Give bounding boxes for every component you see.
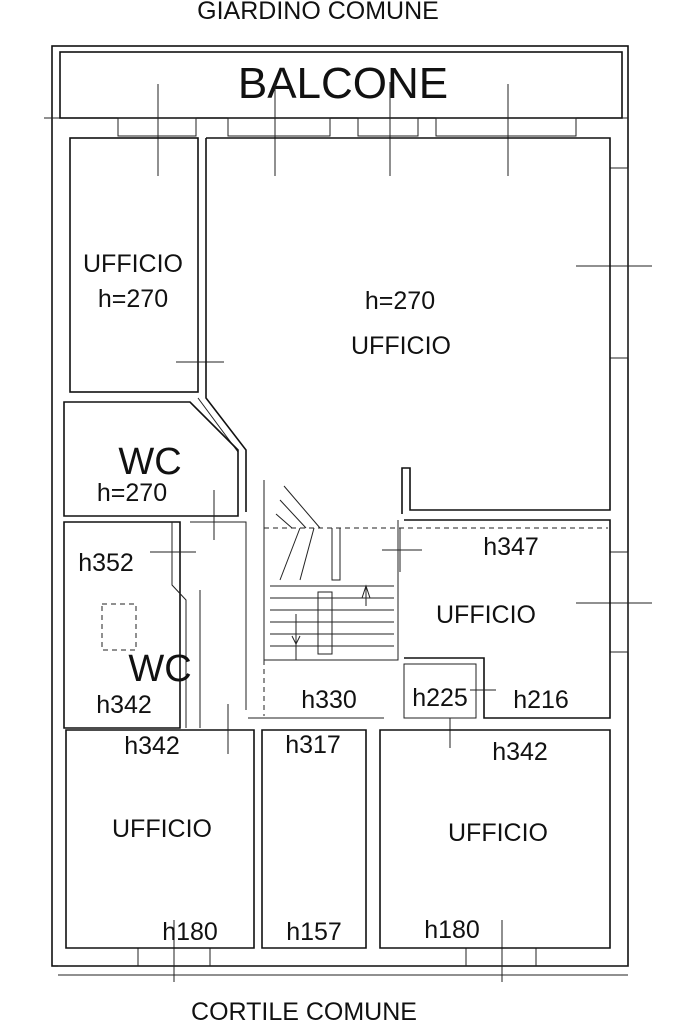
room-height-top: h342 xyxy=(124,732,180,760)
balcony: BALCONE xyxy=(59,51,623,119)
corridor-height: h352 xyxy=(78,549,134,577)
room-office-bottom-right: h342 UFFICIO h180 xyxy=(379,729,611,949)
hall-height: h330 xyxy=(301,686,357,714)
room-office-bottom-left: h342 UFFICIO h180 xyxy=(65,704,255,949)
room-wc-lower: h352 WC h342 xyxy=(63,521,247,729)
stairwell xyxy=(263,480,608,716)
room-height-bottom: h180 xyxy=(424,916,480,944)
room-height: h=270 xyxy=(98,285,168,313)
small-room-height: h225 xyxy=(412,684,468,712)
room-office-main: h=270 UFFICIO xyxy=(197,137,611,514)
room-label: UFFICIO xyxy=(112,815,212,843)
top-windows xyxy=(117,82,577,176)
room-office-right-mid: h347 UFFICIO xyxy=(404,519,611,719)
room-wc-upper: WC h=270 xyxy=(63,401,239,540)
right-windows xyxy=(576,167,652,653)
room-label: UFFICIO xyxy=(83,250,183,278)
strip-height: h216 xyxy=(513,686,569,714)
middle-strip: h330 h225 h216 xyxy=(301,663,569,748)
room-height: h347 xyxy=(483,533,539,561)
room-height-bottom: h157 xyxy=(286,918,342,946)
room-label: UFFICIO xyxy=(436,601,536,629)
garden-label: GIARDINO COMUNE xyxy=(197,0,439,25)
room-height: h=270 xyxy=(97,479,167,507)
room-label: WC xyxy=(128,648,191,690)
room-label: UFFICIO xyxy=(448,819,548,847)
courtyard-label: CORTILE COMUNE xyxy=(191,998,417,1024)
room-label: WC xyxy=(118,441,181,483)
room-label: UFFICIO xyxy=(351,332,451,360)
room-height-top: h317 xyxy=(285,731,341,759)
room-middle-bottom: h317 h157 xyxy=(248,717,384,949)
balcony-label: BALCONE xyxy=(238,59,448,108)
room-office-top-left: UFFICIO h=270 xyxy=(69,137,224,393)
room-height: h=270 xyxy=(365,287,435,315)
room-height-bottom: h180 xyxy=(162,918,218,946)
room-height: h342 xyxy=(96,691,152,719)
room-height-top: h342 xyxy=(492,738,548,766)
